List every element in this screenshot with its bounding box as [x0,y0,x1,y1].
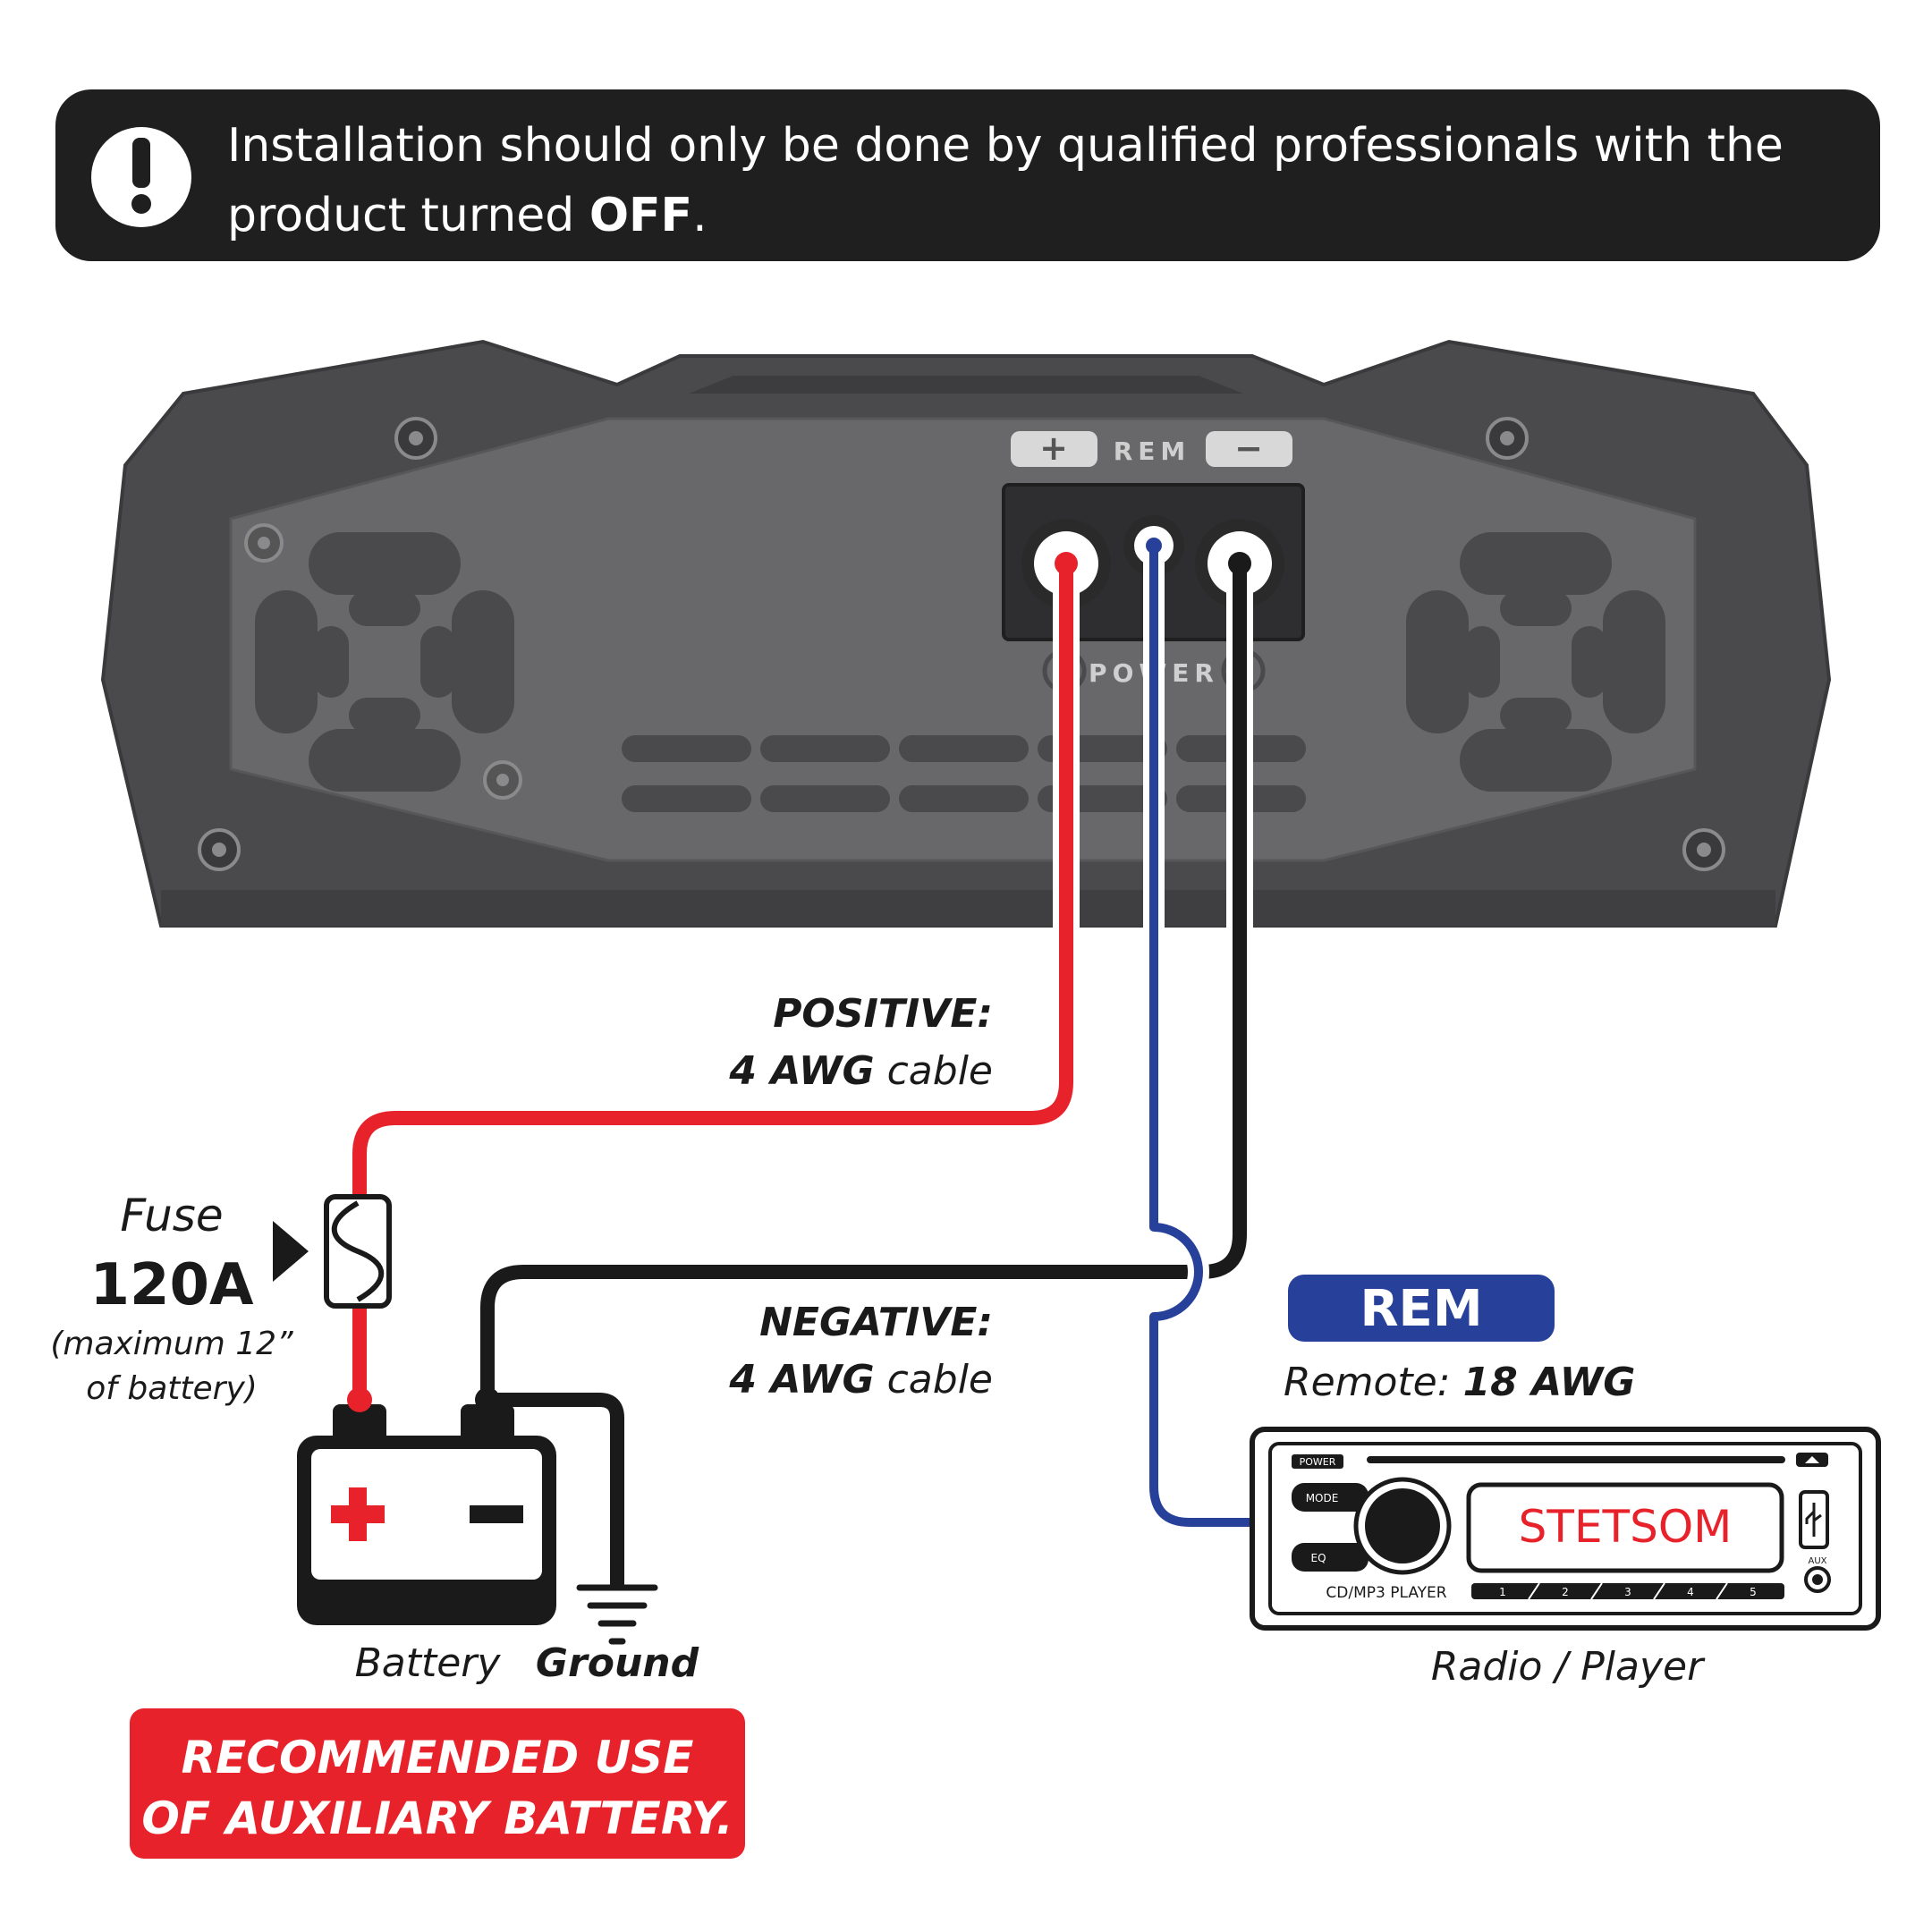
screw-icon [1682,828,1725,871]
ground-wire [487,1393,624,1588]
mode-button[interactable] [1292,1483,1368,1512]
vent-slots [622,735,1306,812]
minus-label: − [1234,428,1263,468]
fuse-note-2: of battery) [86,1370,258,1407]
fuse [324,1194,392,1309]
radio-label: Radio / Player [1431,1644,1706,1690]
banner-line-2: OF AUXILIARY BATTERY. [141,1792,733,1844]
aux-port[interactable] [1804,1566,1831,1593]
warning-line-2: product turned OFF. [227,189,708,242]
screw-icon [1486,417,1529,460]
fuse-note-1: (maximum 12” [50,1326,293,1362]
preset-button-3[interactable]: 3 [1624,1586,1631,1598]
battery [297,1387,556,1625]
rem-badge-label: REM [1360,1280,1482,1338]
eq-button[interactable] [1292,1543,1368,1572]
fuse-rating: 120A [89,1252,254,1318]
positive-spec: 4 AWG cable [728,1048,993,1094]
battery-minus-icon [470,1505,523,1523]
preset-separator [1528,1582,1540,1600]
model-label: CD/MP3 PLAYER [1326,1584,1446,1602]
exclamation-icon [91,127,191,227]
volume-knob[interactable] [1353,1477,1452,1575]
battery-plus-icon [331,1487,385,1541]
ground-label: Ground [536,1640,699,1686]
plus-label: + [1039,428,1068,468]
battery-label: Battery [355,1640,502,1686]
negative-spec: 4 AWG cable [728,1357,993,1402]
svg-text:MODE: MODE [1306,1492,1339,1504]
preset-button-1[interactable]: 1 [1499,1586,1506,1598]
screw-icon [198,828,241,871]
aux-label: AUX [1808,1556,1826,1566]
preset-button-2[interactable]: 2 [1562,1586,1569,1598]
preset-button-4[interactable]: 4 [1687,1586,1694,1598]
banner-line-1: RECOMMENDED USE [182,1732,694,1784]
warning-line-1: Installation should only be done by qual… [227,119,1784,173]
eject-icon [1805,1456,1819,1463]
left-grille-icon [255,532,514,792]
preset-buttons[interactable]: 1 2 3 4 5 [1499,1582,1757,1600]
preset-bar [1471,1583,1784,1599]
svg-text:EQ: EQ [1310,1552,1326,1564]
svg-text:POWER: POWER [1300,1456,1336,1468]
screw-icon [483,760,522,800]
fuse-label: Fuse [120,1190,223,1241]
display-text: STETSOM [1519,1501,1733,1553]
terminal-labels: + REM − [1011,428,1292,468]
auxiliary-battery-banner: RECOMMENDED USE OF AUXILIARY BATTERY. [130,1708,745,1859]
negative-title: NEGATIVE: [759,1300,993,1345]
fuse-pointer-icon [273,1221,309,1282]
warning-bar: Installation should only be done by qual… [55,89,1880,261]
remote-spec: Remote: 18 AWG [1284,1360,1635,1405]
rem-terminal-label: REM [1114,436,1191,466]
amplifier: + REM − POWER [100,339,1832,928]
right-grille-icon [1406,532,1665,792]
usb-icon [1805,1503,1822,1537]
radio-player: POWER MODE EQ STETSOM AUX CD/MP3 PLAYER … [1250,1427,1881,1631]
radio-display [1466,1482,1784,1573]
power-button[interactable] [1292,1454,1343,1469]
positive-title: POSITIVE: [773,991,993,1037]
ground-icon [576,1584,658,1645]
fuse-icon [331,1200,385,1302]
preset-separator [1590,1582,1603,1600]
preset-button-5[interactable]: 5 [1750,1586,1757,1598]
screw-icon [394,417,437,460]
rem-badge: REM [1288,1275,1555,1342]
preset-separator [1716,1582,1728,1600]
screw-icon [244,523,284,563]
preset-separator [1653,1582,1665,1600]
